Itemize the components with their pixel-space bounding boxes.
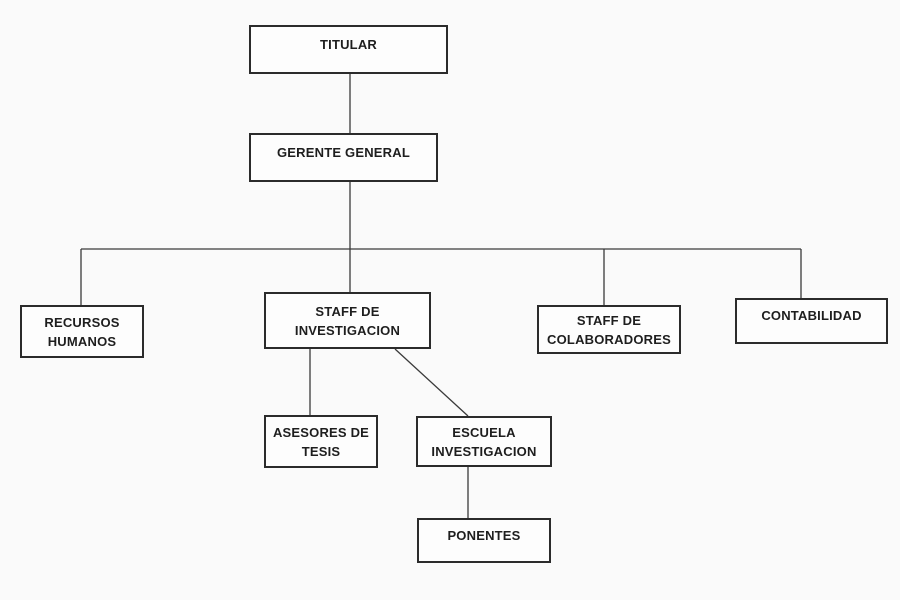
node-titular: TITULAR — [249, 25, 448, 74]
node-recursos-humanos: RECURSOS HUMANOS — [20, 305, 144, 358]
node-ponentes: PONENTES — [417, 518, 551, 563]
connector-staff-escuela — [394, 348, 469, 417]
node-ponentes-label: PONENTES — [447, 528, 521, 543]
node-contabilidad: CONTABILIDAD — [735, 298, 888, 344]
node-titular-label: TITULAR — [320, 37, 377, 52]
node-recursos-humanos-label: RECURSOS HUMANOS — [44, 314, 120, 349]
node-escuela-investigacion-label: ESCUELA INVESTIGACION — [431, 424, 537, 459]
node-gerente-general-label: GERENTE GENERAL — [276, 145, 410, 160]
node-escuela-investigacion: ESCUELA INVESTIGACION — [416, 416, 552, 467]
node-staff-colaboradores: STAFF DE COLABORADORES — [537, 305, 681, 354]
node-staff-colaboradores-label: STAFF DE COLABORADORES — [547, 312, 671, 347]
node-contabilidad-label: CONTABILIDAD — [761, 308, 862, 323]
node-gerente-general: GERENTE GENERAL — [249, 133, 438, 182]
node-staff-investigacion: STAFF DE INVESTIGACION — [264, 292, 431, 349]
node-asesores-tesis: ASESORES DE TESIS — [264, 415, 378, 468]
node-staff-investigacion-label: STAFF DE INVESTIGACION — [294, 303, 401, 338]
node-asesores-tesis-label: ASESORES DE TESIS — [272, 424, 370, 459]
